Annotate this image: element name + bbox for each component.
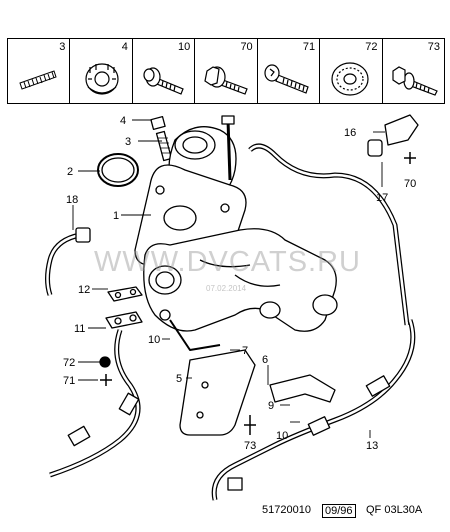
callout-73: 73 xyxy=(244,440,257,452)
gasket-12 xyxy=(107,286,143,302)
callout-11: 11 xyxy=(74,323,86,335)
callout-2: 2 xyxy=(67,166,74,178)
bolt-with-washer-icon xyxy=(391,66,438,96)
flange-bolt-icon xyxy=(204,66,249,95)
callout-16: 16 xyxy=(344,127,357,139)
callout-9: 9 xyxy=(268,400,275,412)
part-number: 70 xyxy=(240,41,253,53)
part-cell-3: 3 xyxy=(8,39,71,103)
callout-5: 5 xyxy=(176,373,183,385)
parts-strip: 3 4 10 7 xyxy=(7,38,445,104)
callout-72: 72 xyxy=(63,357,76,369)
callout-7: 7 xyxy=(242,345,249,357)
callout-13: 13 xyxy=(366,440,379,452)
bracket-6 xyxy=(269,374,336,403)
callout-70: 70 xyxy=(404,178,417,190)
part-number: 72 xyxy=(365,41,378,53)
exhaust-manifold xyxy=(143,228,337,332)
torx-bolt-washer-icon xyxy=(143,67,184,95)
nut-4 xyxy=(150,115,166,131)
date-code: 09/96 xyxy=(322,504,356,518)
callout-18: 18 xyxy=(66,194,79,206)
part-cell-73: 73 xyxy=(383,39,444,103)
bracket-5 xyxy=(179,349,256,436)
part-cell-72: 72 xyxy=(320,39,383,103)
oil-feed-pipe xyxy=(45,232,81,296)
callout-10b: 10 xyxy=(276,430,289,442)
diagram-code: QF 03L30A xyxy=(366,504,423,516)
callout-1: 1 xyxy=(113,210,120,222)
part-cell-4: 4 xyxy=(70,39,133,103)
part-number: 73 xyxy=(427,41,440,53)
callout-12: 12 xyxy=(78,284,91,296)
part-number: 71 xyxy=(302,41,316,53)
part-cell-71: 71 xyxy=(258,39,321,103)
socket-cap-screw-icon xyxy=(264,64,309,94)
watermark-date: 07.02.2014 xyxy=(206,284,247,293)
watermark: WWW.DVCATS.RU xyxy=(94,246,361,278)
bracket-16 xyxy=(384,114,419,146)
callout-4: 4 xyxy=(120,115,127,127)
serrated-washer-icon xyxy=(331,62,369,96)
callout-71: 71 xyxy=(63,375,76,387)
stud-icon xyxy=(19,70,57,90)
part-cell-70: 70 xyxy=(195,39,258,103)
callout-3: 3 xyxy=(125,136,132,148)
link-7 xyxy=(169,319,221,351)
callout-6: 6 xyxy=(262,354,269,366)
part-number: 10 xyxy=(178,41,191,53)
part-cell-10: 10 xyxy=(133,39,196,103)
castellated-nut-icon xyxy=(85,63,120,95)
callout-10: 10 xyxy=(148,334,161,346)
reference-number: 51720010 xyxy=(262,504,311,516)
part-number: 4 xyxy=(121,41,128,53)
stud-3 xyxy=(155,130,173,162)
part-number: 3 xyxy=(59,41,66,53)
grommet xyxy=(367,139,383,157)
callout-17: 17 xyxy=(376,192,389,204)
flange-11 xyxy=(105,311,143,329)
